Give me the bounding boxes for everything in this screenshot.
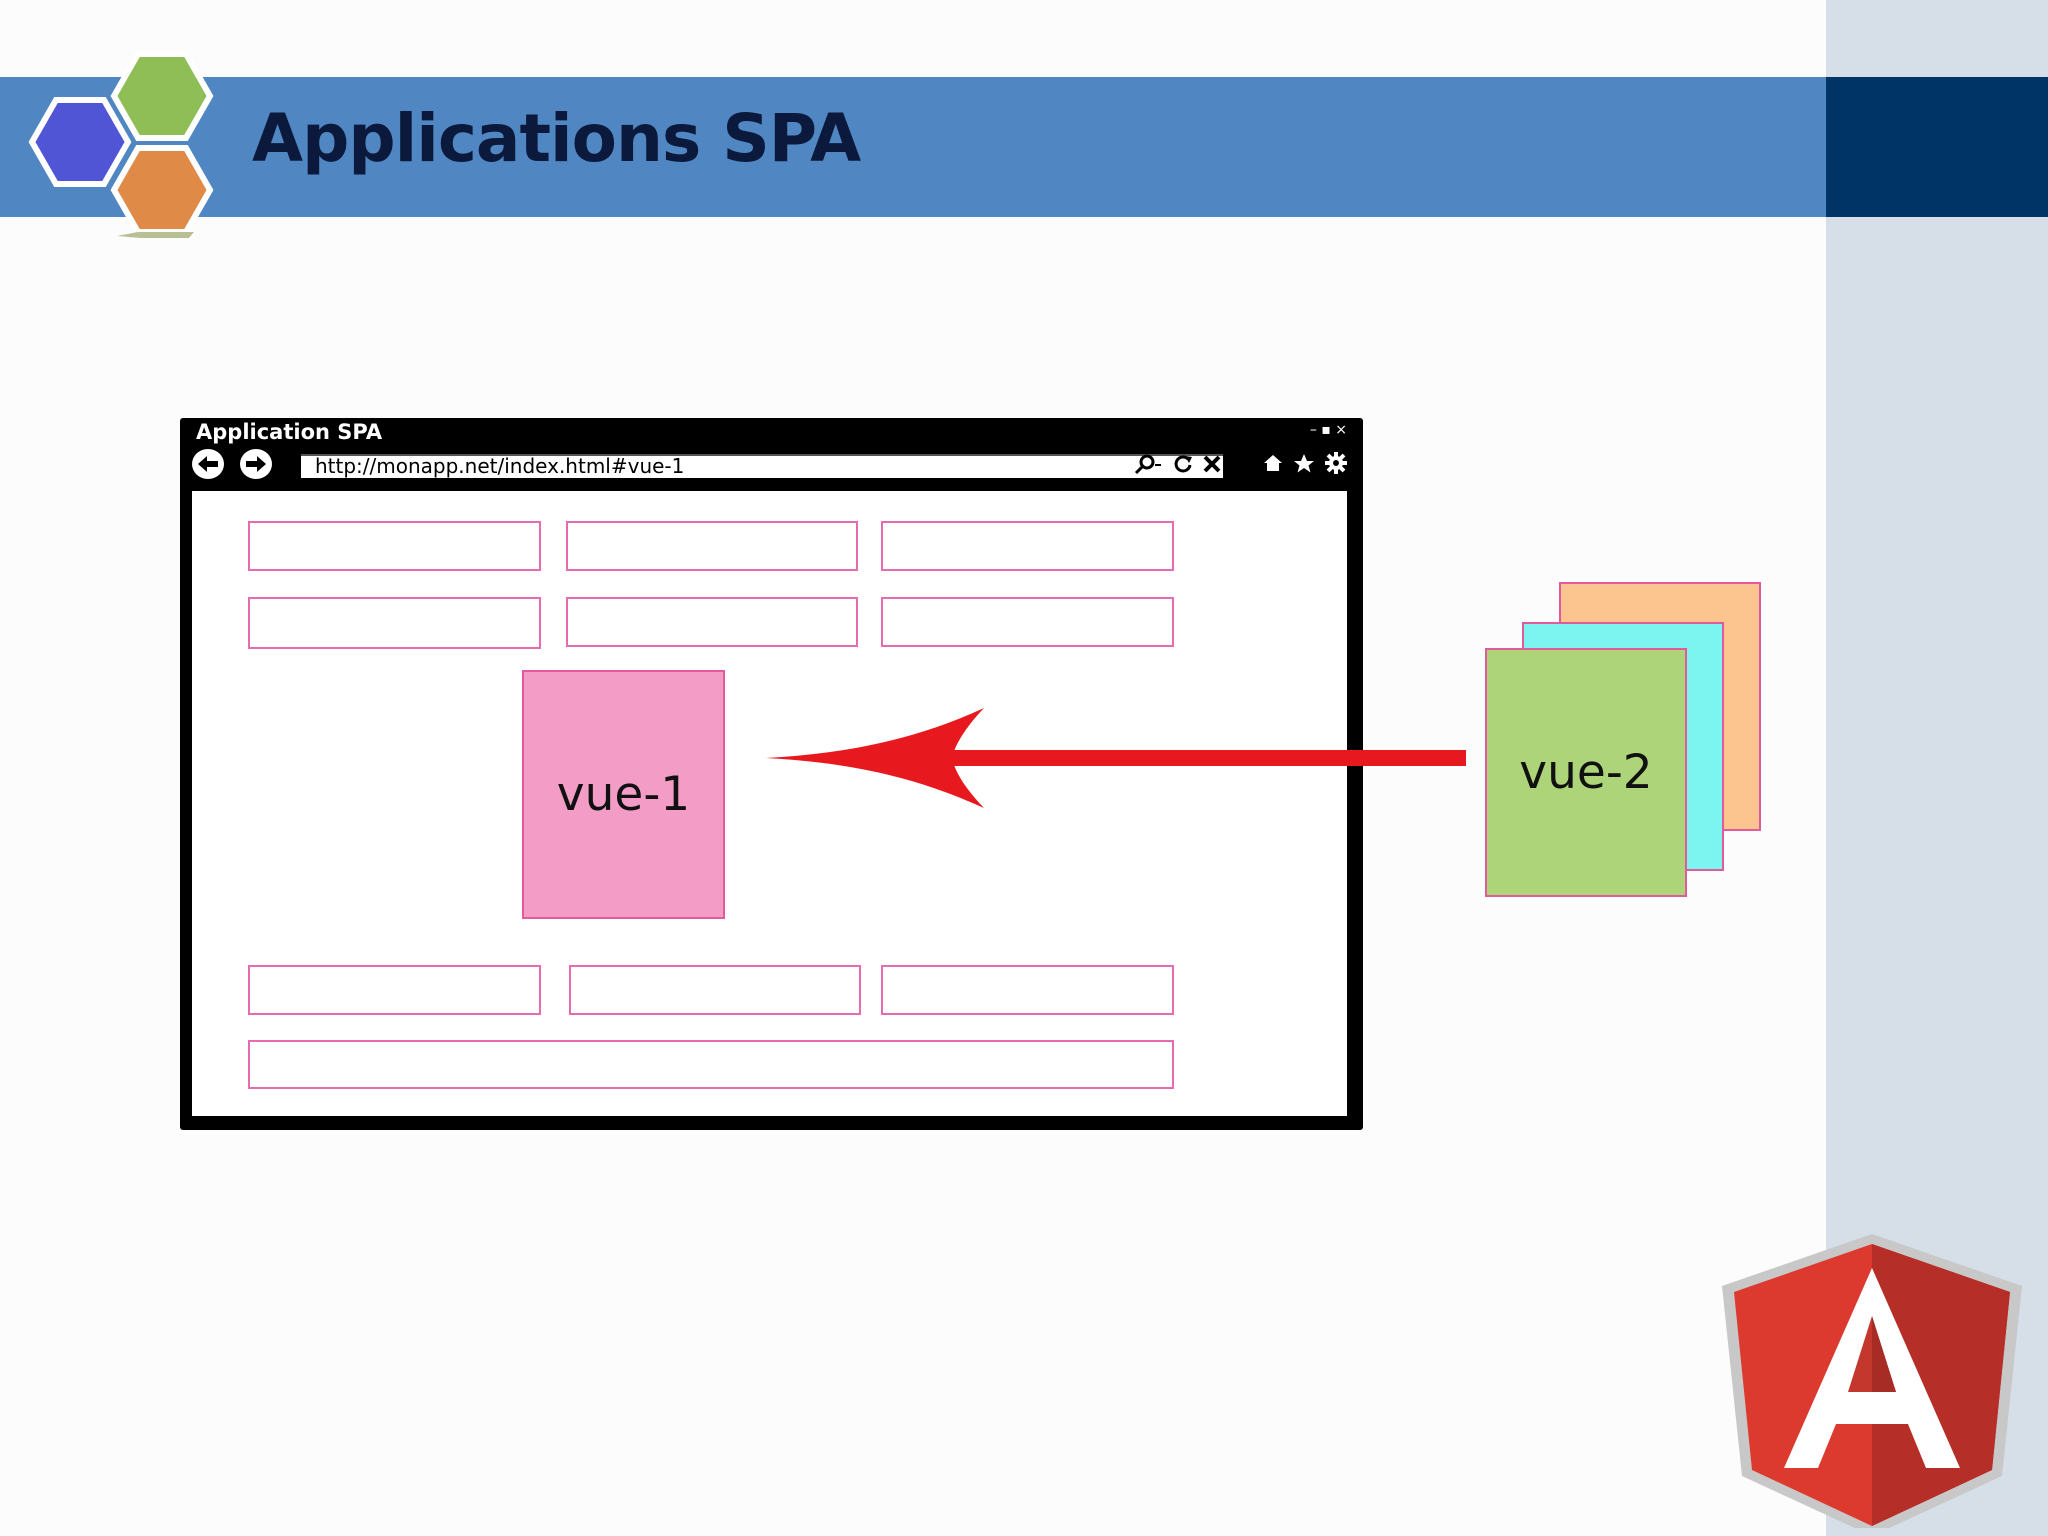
angular-shield-icon — [1722, 1234, 2022, 1528]
placeholder-box — [569, 965, 861, 1015]
back-arrow-icon[interactable] — [192, 449, 224, 479]
placeholder-box — [248, 965, 541, 1015]
incoming-view-card: vue-2 — [1485, 648, 1687, 897]
placeholder-box — [566, 521, 858, 571]
placeholder-box — [881, 597, 1174, 647]
placeholder-box — [248, 521, 541, 571]
slide-title: Applications SPA — [252, 100, 861, 177]
placeholder-box — [881, 521, 1174, 571]
window-title: Application SPA — [196, 420, 383, 444]
url-text: http://monapp.net/index.html#vue-1 — [315, 454, 685, 478]
title-bar-accent — [1826, 77, 2048, 217]
arrow-left-icon — [766, 708, 1466, 808]
placeholder-box — [566, 597, 858, 647]
window-controls[interactable]: – ▪ × — [1309, 422, 1347, 438]
search-icon[interactable] — [1133, 454, 1163, 474]
stop-icon[interactable] — [1203, 455, 1221, 473]
home-icon[interactable] — [1263, 454, 1283, 472]
placeholder-box — [881, 965, 1174, 1015]
title-bar — [0, 77, 1826, 217]
refresh-icon[interactable] — [1173, 454, 1193, 474]
active-view-label: vue-1 — [556, 767, 691, 822]
placeholder-box-wide — [248, 1040, 1174, 1089]
hexagon-cluster-icon — [28, 51, 214, 238]
address-bar[interactable]: http://monapp.net/index.html#vue-1 — [301, 454, 1223, 478]
active-view-card: vue-1 — [522, 670, 725, 919]
star-icon[interactable] — [1293, 453, 1315, 473]
placeholder-box — [248, 597, 541, 649]
gear-icon[interactable] — [1325, 452, 1347, 474]
incoming-view-label: vue-2 — [1519, 745, 1653, 800]
forward-arrow-icon[interactable] — [240, 449, 272, 479]
